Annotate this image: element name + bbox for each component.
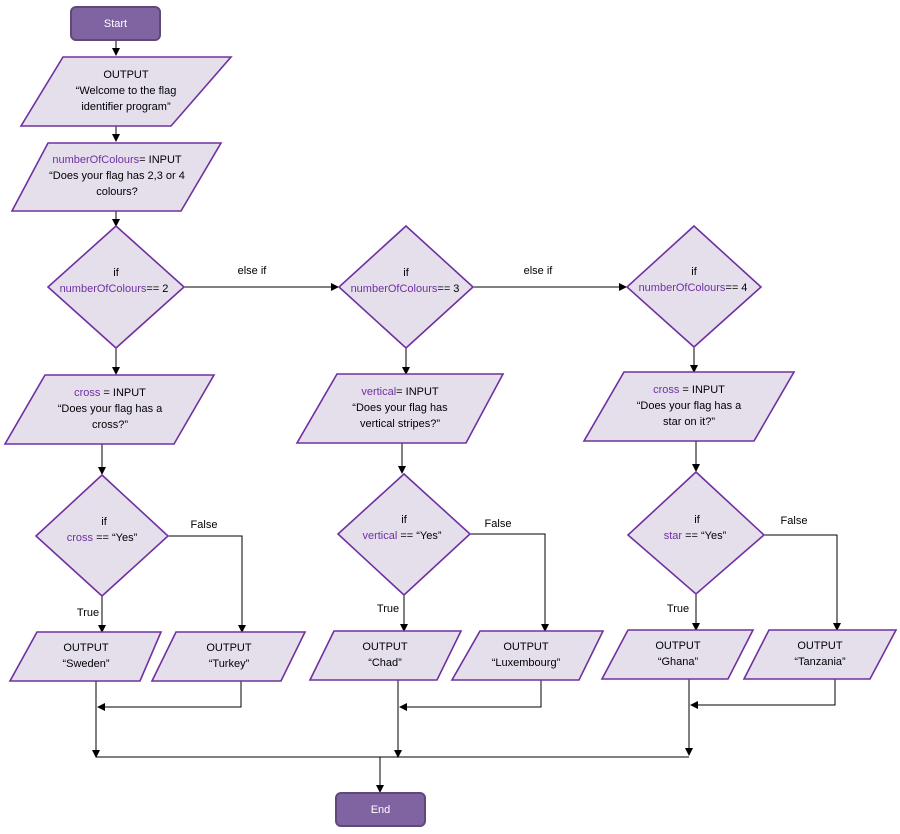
decision-d4-condition: numberOfColours== 4 [639,282,748,294]
welcome-output: OUTPUT “Welcome to the flag identifier p… [19,56,233,127]
decision-four-colours: if numberOfColours== 4 [625,224,763,349]
arrow-vertical-false [470,533,549,632]
ghana-line1: OUTPUT [655,640,701,652]
vertical-input-line2: “Does your flag has [352,402,448,414]
output-sweden: OUTPUT “Sweden” [8,631,163,682]
star-true-label: True [667,603,689,615]
tanzania-line1: OUTPUT [797,640,843,652]
chad-line2: “Chad” [368,657,402,669]
vertical-input-line3: vertical stripes?” [360,418,440,430]
vertical-input: vertical= INPUT “Does your flag has vert… [295,373,505,444]
star-decision-if: if [694,514,700,526]
chad-line1: OUTPUT [362,641,408,653]
star-input-line1: cross = INPUT [653,384,725,396]
output-tanzania: OUTPUT “Tanzania” [742,629,898,680]
arrow-luxembourg-merge [399,680,542,711]
output-chad: OUTPUT “Chad” [308,630,463,681]
decision-two-colours: if numberOfColours== 2 [46,224,186,350]
else-if-label-2: else if [524,265,554,277]
turkey-line2: “Turkey” [209,658,250,670]
arrow-star-false [764,534,841,631]
star-decision: if star == “Yes” [626,470,766,596]
vertical-true-label: True [377,603,399,615]
arrow-turkey-merge [97,681,242,711]
cross-input: cross = INPUT “Does your flag has a cros… [3,374,216,445]
decision-d3-if: if [403,267,409,279]
vertical-false-label: False [485,518,512,530]
welcome-line2: “Welcome to the flag [76,85,177,97]
cross-input-line3: cross?” [92,419,128,431]
vertical-decision-if: if [401,514,407,526]
decision-three-colours: if numberOfColours== 3 [337,224,475,350]
arrow-cross-false [168,535,246,633]
cross-input-line2: “Does your flag has a [58,403,163,415]
colours-input-line2: “Does your flag has 2,3 or 4 [49,170,185,182]
output-ghana: OUTPUT “Ghana” [600,629,755,680]
luxembourg-line1: OUTPUT [503,641,549,653]
output-luxembourg: OUTPUT “Luxembourg” [450,630,605,681]
luxembourg-line2: “Luxembourg” [492,657,561,669]
ghana-line2: “Ghana” [658,656,699,668]
cross-true-label: True [77,607,99,619]
vertical-decision: if vertical == “Yes” [336,472,472,597]
decision-d3-condition: numberOfColours== 3 [351,283,460,295]
end-terminal: End [335,792,426,827]
cross-decision-if: if [101,516,107,528]
start-label: Start [104,18,127,30]
cross-decision: if cross == “Yes” [34,473,170,598]
vertical-decision-condition: vertical == “Yes” [362,530,441,542]
connectors [92,40,841,793]
cross-false-label: False [191,519,218,531]
turkey-line1: OUTPUT [206,642,252,654]
tanzania-line2: “Tanzania” [794,656,846,668]
welcome-line3: identifier program” [81,101,171,113]
star-false-label: False [781,515,808,527]
start-terminal: Start [70,6,161,41]
cross-decision-condition: cross == “Yes” [67,532,138,544]
star-input-line3: star on it?” [663,416,715,428]
star-input: cross = INPUT “Does your flag has a star… [582,371,796,442]
colours-input-line3: colours? [96,186,138,198]
decision-d4-if: if [691,266,697,278]
cross-input-line1: cross = INPUT [74,387,146,399]
star-input-line2: “Does your flag has a [637,400,742,412]
sweden-line2: “Sweden” [62,658,109,670]
end-label: End [371,804,391,816]
colours-input-line1: numberOfColours= INPUT [52,154,182,166]
arrow-tanzania-merge [690,679,836,709]
decision-d2-if: if [113,267,119,279]
decision-d2-condition: numberOfColours== 2 [60,283,169,295]
colours-input: numberOfColours= INPUT “Does your flag h… [10,142,223,212]
sweden-line1: OUTPUT [63,642,109,654]
output-turkey: OUTPUT “Turkey” [150,631,307,682]
vertical-input-line1: vertical= INPUT [361,386,439,398]
else-if-label-1: else if [238,265,268,277]
welcome-line1: OUTPUT [103,69,149,81]
star-decision-condition: star == “Yes” [664,530,727,542]
